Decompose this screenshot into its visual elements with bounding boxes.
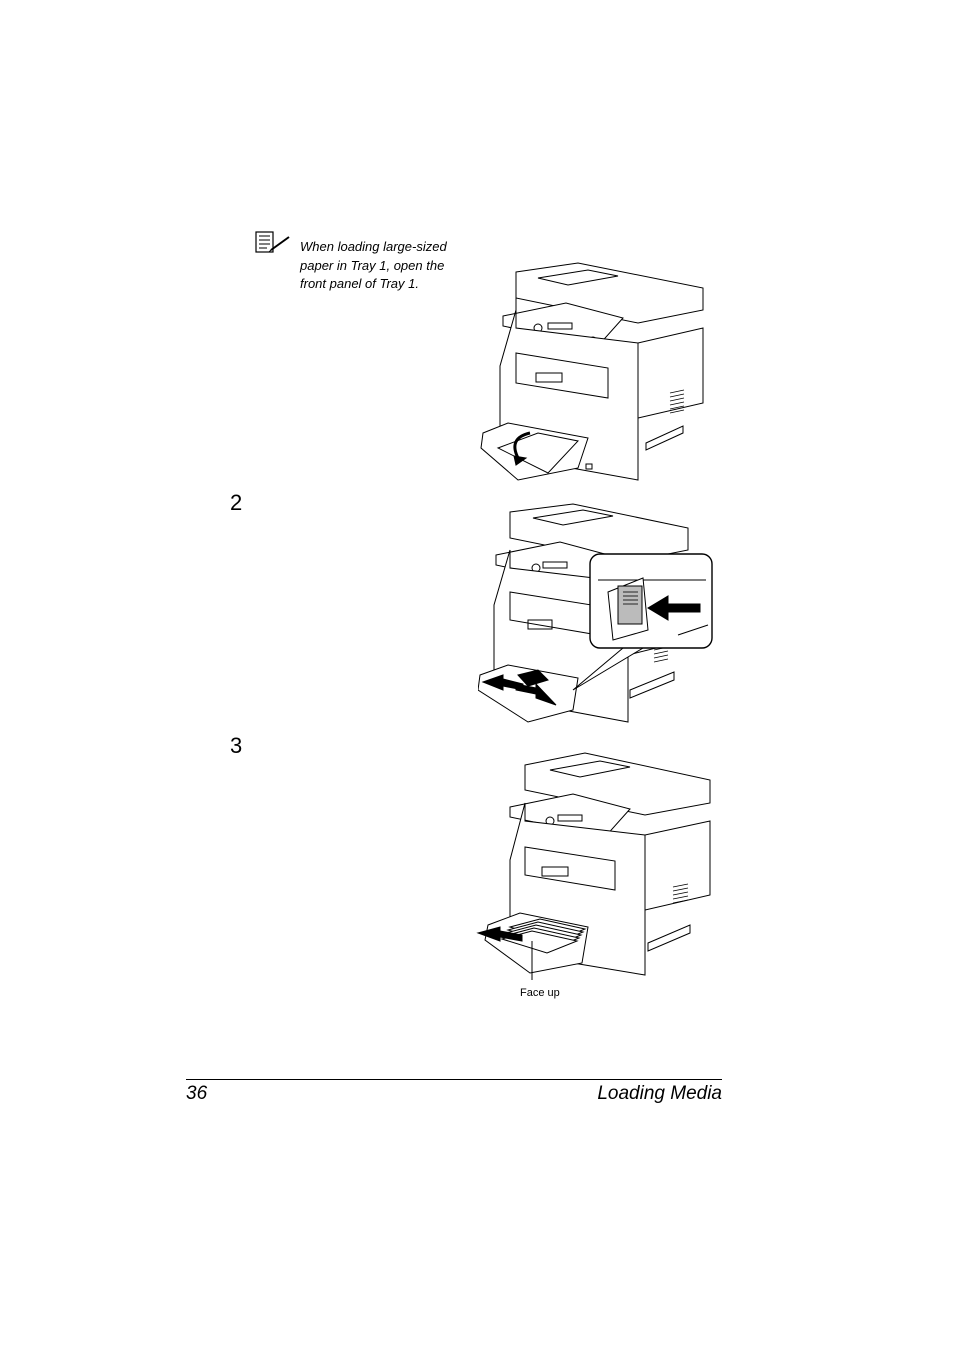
- step-number: 2: [230, 490, 243, 515]
- printer-load-paper-figure: [476, 752, 711, 980]
- section-title: Loading Media: [597, 1083, 722, 1104]
- note-line: paper in Tray 1, open the: [300, 257, 445, 273]
- note-line: front panel of Tray 1.: [300, 276, 419, 291]
- face-up-callout: Face up: [520, 987, 560, 999]
- printer-tray1-front-panel-open-figure: [480, 262, 704, 481]
- page-number: 36: [186, 1083, 208, 1104]
- note-text: When loading large-sized paper in Tray 1…: [300, 238, 475, 294]
- note-pencil-icon: [255, 231, 290, 253]
- footer-rule: [186, 1079, 722, 1080]
- step-number: 3: [230, 733, 243, 758]
- note-line: When loading large-sized: [300, 239, 447, 254]
- printer-adjust-paper-guides-figure: [478, 503, 713, 723]
